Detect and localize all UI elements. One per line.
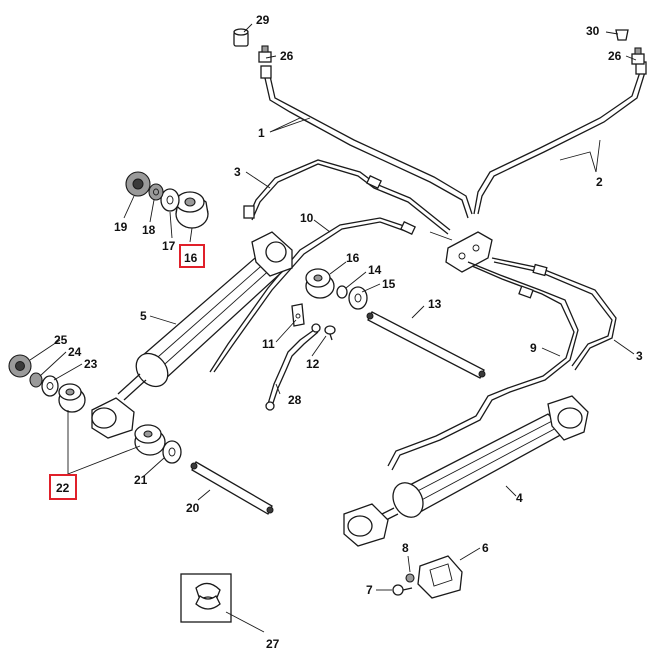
hydraulic-line-2 [473, 61, 647, 215]
hydraulic-line-10 [209, 217, 416, 373]
bushing-22-lower [134, 424, 166, 456]
callout-6: 6 [482, 541, 489, 555]
callout-27: 27 [266, 637, 280, 651]
callout-20: 20 [186, 501, 200, 515]
hydraulic-line-3-right [491, 257, 617, 371]
cap-29 [233, 28, 249, 47]
callout-19: 19 [114, 220, 128, 234]
washer-15 [348, 286, 368, 310]
rod-13 [366, 311, 486, 379]
screw-12 [324, 325, 336, 341]
manifold-block [429, 231, 493, 273]
callout-23: 23 [84, 357, 98, 371]
bushing-16-upper [175, 191, 209, 229]
callout-3-right: 3 [636, 349, 643, 363]
callout-12: 12 [306, 357, 320, 371]
highlight-box-22 [49, 474, 77, 500]
callout-24: 24 [68, 345, 82, 359]
callout-11: 11 [262, 337, 275, 351]
callout-1: 1 [258, 126, 265, 140]
callout-29: 29 [256, 13, 270, 27]
callout-9: 9 [530, 341, 537, 355]
callout-25: 25 [54, 333, 68, 347]
callout-28: 28 [288, 393, 302, 407]
callout-15: 15 [382, 277, 396, 291]
callout-26-left: 26 [280, 49, 294, 63]
hydraulic-line-9 [387, 261, 579, 471]
callout-8: 8 [402, 541, 409, 555]
bushing-16-middle [305, 268, 335, 299]
callout-22: 22 [56, 481, 70, 495]
cylinder-4 [343, 395, 589, 547]
fitting-26-right [631, 47, 645, 65]
hydraulic-line-3-upper [243, 159, 451, 235]
fitting-26-left [258, 45, 272, 63]
washer-23 [41, 375, 59, 397]
callout-14: 14 [368, 263, 382, 277]
washer-8 [405, 573, 415, 583]
callout-26-right: 26 [608, 49, 622, 63]
callout-10: 10 [300, 211, 314, 225]
leader-lines [29, 23, 637, 633]
callout-30: 30 [586, 24, 600, 38]
bushing-22-upper [58, 383, 86, 413]
fitting-19 [125, 171, 151, 197]
nut-18 [148, 183, 164, 201]
callout-5: 5 [140, 309, 147, 323]
hydraulic-line-1 [260, 65, 473, 219]
callout-21: 21 [134, 473, 148, 487]
callout-17: 17 [162, 239, 176, 253]
ground-strap-28 [265, 323, 321, 411]
screw-7 [392, 584, 413, 596]
washer-17 [160, 188, 180, 212]
callout-16-upper: 16 [184, 251, 198, 265]
part-27-inset [180, 573, 232, 623]
rod-end-eye [91, 397, 135, 439]
fitting-25 [8, 354, 32, 378]
callout-16-middle: 16 [346, 251, 360, 265]
callout-7: 7 [366, 583, 373, 597]
washer-14 [336, 285, 348, 299]
cylinder-5 [117, 231, 293, 401]
callout-4: 4 [516, 491, 523, 505]
callout-18: 18 [142, 223, 156, 237]
callout-3-upper: 3 [234, 165, 241, 179]
nut-24 [29, 372, 43, 388]
callout-labels: 29 26 30 26 1 2 3 10 19 18 17 16 16 14 1… [54, 13, 643, 651]
clip-6 [417, 555, 463, 599]
callout-2: 2 [596, 175, 603, 189]
washer-21 [162, 440, 182, 464]
highlight-box-16 [179, 244, 205, 268]
callout-13: 13 [428, 297, 442, 311]
rod-20 [190, 461, 274, 515]
cap-30 [615, 29, 629, 41]
